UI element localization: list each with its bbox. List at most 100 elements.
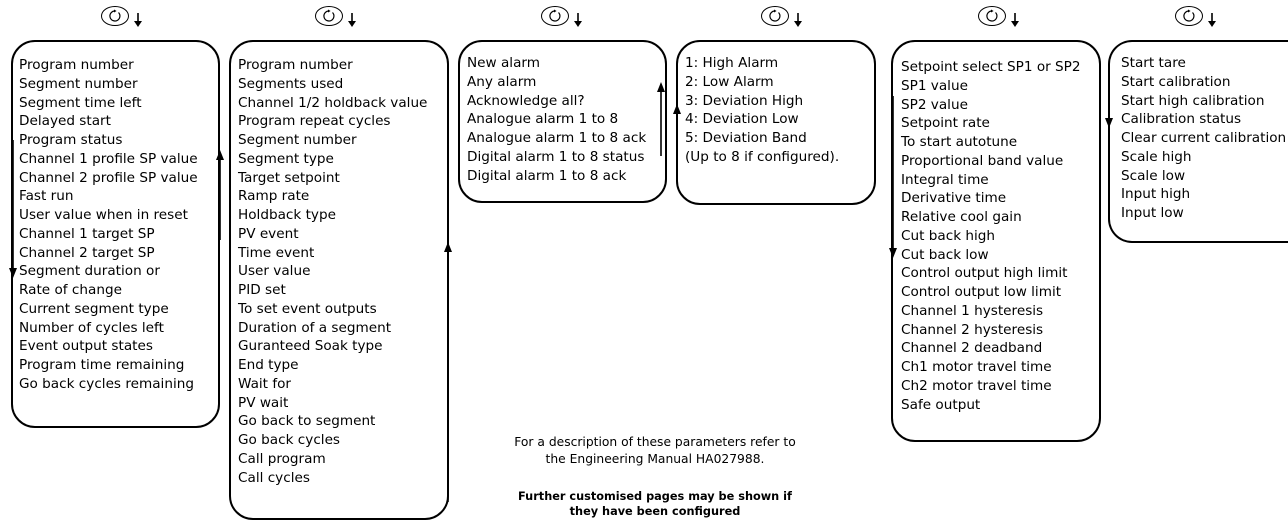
list-item[interactable]: Ch1 motor travel time xyxy=(901,359,1052,375)
list-item[interactable]: Control output low limit xyxy=(901,284,1062,300)
list-item[interactable]: 5: Deviation Band xyxy=(685,130,807,146)
list-item[interactable]: Program status xyxy=(19,132,123,148)
list-item[interactable]: 3: Deviation High xyxy=(685,92,804,109)
list-item[interactable]: PV event xyxy=(238,225,299,242)
list-item[interactable]: Go back cycles xyxy=(238,432,341,448)
list-item[interactable]: Segments used xyxy=(238,75,344,92)
list-item[interactable]: Program number xyxy=(19,57,134,73)
list-item[interactable]: SP1 value xyxy=(901,77,968,94)
list-item[interactable]: Program repeat cycles xyxy=(238,113,391,130)
list-item[interactable]: Time event xyxy=(238,244,315,261)
list-item[interactable]: Control output high limit xyxy=(901,265,1068,282)
list-item[interactable]: End type xyxy=(238,357,299,373)
list-item[interactable]: Setpoint select SP1 or SP2 xyxy=(901,59,1081,75)
list-item[interactable]: Start tare xyxy=(1121,55,1186,71)
list-item[interactable]: Duration of a segment xyxy=(238,319,392,336)
list-item[interactable]: Ch2 motor travel time xyxy=(901,377,1052,394)
list-item[interactable]: Program time remaining xyxy=(19,357,185,373)
down-arrow-icon xyxy=(1010,12,1020,31)
list-item[interactable]: Safe output xyxy=(901,396,981,413)
list-item[interactable]: Scale high xyxy=(1121,148,1192,165)
list-item[interactable]: Calibration status xyxy=(1121,111,1242,128)
list-item[interactable]: Start calibration xyxy=(1121,73,1231,90)
down-arrow-icon xyxy=(889,96,897,258)
list-item[interactable]: PV wait xyxy=(238,394,289,411)
column-2-header xyxy=(315,6,357,31)
customised-pages-note: Further customised pages may be shown if… xyxy=(470,489,840,519)
list-item[interactable]: Input high xyxy=(1121,186,1191,203)
up-arrow-icon xyxy=(444,242,452,502)
list-item[interactable]: Start high calibration xyxy=(1121,92,1265,109)
parameter-list-box-6 xyxy=(1108,40,1288,243)
cycle-button-icon[interactable] xyxy=(541,6,569,26)
parameter-list-2: Program number Segments used Channel 1/2… xyxy=(238,56,427,487)
list-item[interactable]: Any alarm xyxy=(467,73,537,90)
list-item[interactable]: 1: High Alarm xyxy=(685,55,779,71)
list-item[interactable]: Input low xyxy=(1121,205,1184,221)
list-item[interactable]: Setpoint rate xyxy=(901,115,990,132)
list-item[interactable]: Delayed start xyxy=(19,113,111,130)
list-item[interactable]: New alarm xyxy=(467,55,540,71)
list-item[interactable]: Segment number xyxy=(19,75,138,92)
list-item[interactable]: Segment type xyxy=(238,150,334,167)
list-item[interactable]: To set event outputs xyxy=(238,300,377,317)
list-item[interactable]: Cut back high xyxy=(901,227,996,244)
list-item[interactable]: Digital alarm 1 to 8 ack xyxy=(467,167,627,184)
list-item[interactable]: Integral time xyxy=(901,171,989,188)
parameter-list-box-3 xyxy=(458,40,667,203)
list-item[interactable]: Relative cool gain xyxy=(901,209,1022,225)
list-item[interactable]: Channel 2 deadband xyxy=(901,340,1043,357)
list-item[interactable]: 2: Low Alarm xyxy=(685,73,774,90)
list-item[interactable]: Current segment type xyxy=(19,300,169,317)
list-item[interactable]: Channel 1/2 holdback value xyxy=(238,94,428,111)
list-item[interactable]: Analogue alarm 1 to 8 ack xyxy=(467,130,647,146)
list-item[interactable]: Go back cycles remaining xyxy=(19,375,194,392)
list-item[interactable]: Proportional band value xyxy=(901,152,1064,169)
cycle-button-icon[interactable] xyxy=(761,6,789,26)
list-item[interactable]: Channel 1 profile SP value xyxy=(19,150,198,167)
list-item[interactable]: Acknowledge all? xyxy=(467,92,585,109)
list-item[interactable]: Number of cycles left xyxy=(19,319,164,336)
list-item[interactable]: Holdback type xyxy=(238,207,336,223)
list-item[interactable]: SP2 value xyxy=(901,96,968,113)
list-item[interactable]: Clear current calibration xyxy=(1121,130,1287,146)
list-item[interactable]: Call program xyxy=(238,450,326,467)
list-item[interactable]: Digital alarm 1 to 8 status xyxy=(467,148,645,165)
column-3-header xyxy=(541,6,583,31)
list-item[interactable]: PID set xyxy=(238,282,286,298)
cycle-button-icon[interactable] xyxy=(1175,6,1203,26)
list-item[interactable]: Ramp rate xyxy=(238,188,310,205)
list-item[interactable]: Channel 2 profile SP value xyxy=(19,169,198,186)
list-item[interactable]: Channel 2 hysteresis xyxy=(901,321,1044,338)
list-item[interactable]: 4: Deviation Low xyxy=(685,111,799,128)
list-item[interactable]: Go back to segment xyxy=(238,413,376,430)
list-item[interactable]: User value xyxy=(238,263,311,280)
list-item[interactable]: (Up to 8 if configured). xyxy=(685,148,840,165)
note-line: Further customised pages may be shown if xyxy=(518,490,792,503)
list-item[interactable]: Wait for xyxy=(238,375,292,392)
list-item[interactable]: To start autotune xyxy=(901,134,1018,150)
list-item[interactable]: Channel 1 hysteresis xyxy=(901,302,1044,319)
list-item[interactable]: Derivative time xyxy=(901,190,1007,207)
list-item[interactable]: Segment time left xyxy=(19,94,142,111)
list-item[interactable]: Call cycles xyxy=(238,469,310,486)
cycle-button-icon[interactable] xyxy=(315,6,343,26)
down-arrow-icon xyxy=(347,12,357,31)
list-item[interactable]: Scale low xyxy=(1121,167,1186,184)
list-item[interactable]: User value when in reset xyxy=(19,207,188,223)
list-item[interactable]: Channel 2 target SP xyxy=(19,244,155,261)
list-item[interactable]: Guranteed Soak type xyxy=(238,338,383,355)
note-line: the Engineering Manual HA027988. xyxy=(545,452,765,466)
list-item[interactable]: Segment duration or xyxy=(19,263,160,280)
list-item[interactable]: Segment number xyxy=(238,132,357,148)
cycle-button-icon[interactable] xyxy=(978,6,1006,26)
list-item[interactable]: Rate of change xyxy=(19,282,122,298)
list-item[interactable]: Cut back low xyxy=(901,246,989,263)
list-item[interactable]: Channel 1 target SP xyxy=(19,225,155,242)
list-item[interactable]: Program number xyxy=(238,57,353,73)
list-item[interactable]: Target setpoint xyxy=(238,169,340,186)
list-item[interactable]: Event output states xyxy=(19,338,153,355)
list-item[interactable]: Analogue alarm 1 to 8 xyxy=(467,111,619,128)
cycle-button-icon[interactable] xyxy=(101,6,129,26)
list-item[interactable]: Fast run xyxy=(19,188,74,205)
